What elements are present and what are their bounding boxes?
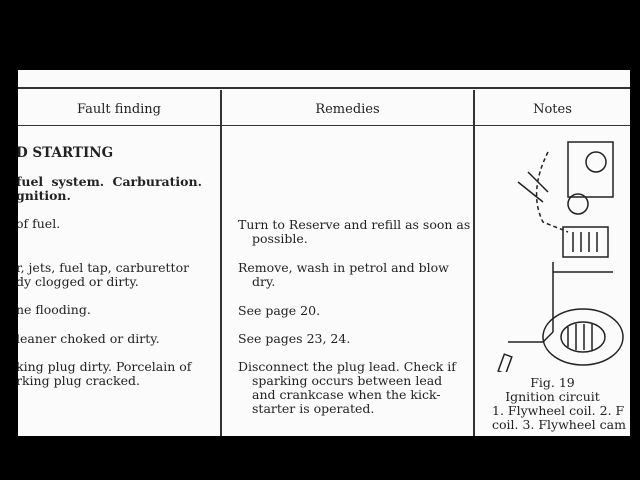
header-remedies: Remedies xyxy=(315,102,380,117)
section-subtitle: fuel system. Carburation. xyxy=(18,174,202,189)
remedy-item: and crankcase when the kick- xyxy=(252,387,441,402)
header-rule xyxy=(18,125,630,126)
remedy-item: Turn to Reserve and refill as soon as xyxy=(238,217,471,232)
remedy-item: starter is operated. xyxy=(252,401,375,416)
header-notes: Notes xyxy=(533,102,572,117)
remedy-item: See pages 23, 24. xyxy=(238,331,351,346)
remedy-item: Disconnect the plug lead. Check if xyxy=(238,359,456,374)
figure-caption: 1. Flywheel coil. 2. F xyxy=(492,403,625,418)
fault-item: ne flooding. xyxy=(18,302,91,317)
fault-item: of fuel. xyxy=(18,216,61,231)
header-fault-finding: Fault finding xyxy=(77,102,161,117)
fault-item: r, jets, fuel tap, carburettor xyxy=(18,260,190,275)
fault-item: leaner choked or dirty. xyxy=(18,331,160,346)
figure-number: Fig. 19 xyxy=(530,375,575,390)
figure-caption: coil. 3. Flywheel cam xyxy=(492,417,626,432)
document-page: Fault finding Remedies Notes D STARTING … xyxy=(18,70,630,436)
top-rule xyxy=(18,87,630,89)
figure-title: Ignition circuit xyxy=(505,389,600,404)
section-title: D STARTING xyxy=(18,145,114,161)
remedy-item: dry. xyxy=(252,274,276,289)
section-subtitle: gnition. xyxy=(18,188,71,203)
remedy-item: See page 20. xyxy=(238,303,321,318)
column-divider xyxy=(220,90,222,436)
remedy-item: possible. xyxy=(252,231,308,246)
fault-item: king plug dirty. Porcelain of xyxy=(18,359,192,374)
column-divider xyxy=(473,90,475,436)
fault-item: dy clogged or dirty. xyxy=(18,274,139,289)
fault-item: rking plug cracked. xyxy=(18,373,140,388)
remedy-item: sparking occurs between lead xyxy=(252,373,443,388)
remedy-item: Remove, wash in petrol and blow xyxy=(238,260,449,275)
ignition-circuit-diagram xyxy=(497,141,624,372)
